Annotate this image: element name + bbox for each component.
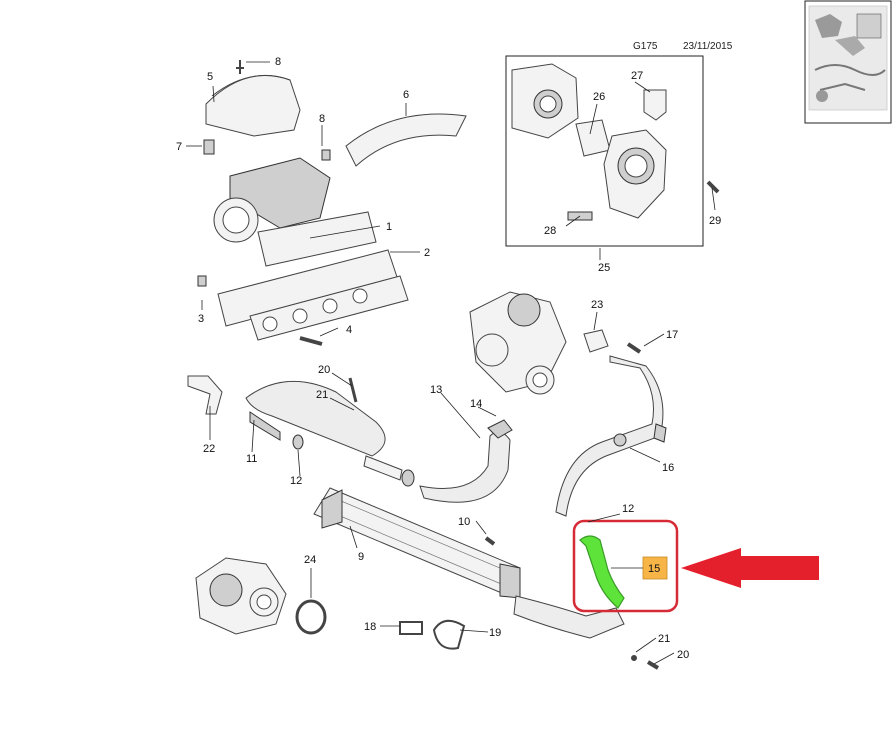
part-label-12b: 12: [622, 503, 634, 515]
bracket: [187, 375, 223, 415]
part-labels: 1 2 3 4 5 6 7 8 8 9 10 11 12 12 13 14 16…: [176, 56, 721, 661]
highlight-arrow: [681, 548, 819, 588]
turbocharger: [469, 291, 567, 395]
part-label-20a: 20: [318, 364, 330, 376]
part-label-26: 26: [593, 91, 605, 103]
charge-pipe: [245, 380, 386, 457]
highlighted-hose[interactable]: [579, 535, 625, 609]
manifold-group: [197, 60, 467, 346]
part-label-9: 9: [358, 551, 364, 563]
part-label-23: 23: [591, 299, 603, 311]
part-label-19: 19: [489, 627, 501, 639]
gasket-ring: [295, 599, 327, 635]
part-label-25: 25: [598, 262, 610, 274]
highlighted-hose-group[interactable]: 15: [572, 519, 679, 613]
part-label-20b: 20: [677, 649, 689, 661]
inlet-hose: [419, 431, 511, 503]
part-label-16: 16: [662, 462, 674, 474]
part-label-22: 22: [203, 443, 215, 455]
part-label-14: 14: [470, 398, 482, 410]
part-label-8a: 8: [275, 56, 281, 68]
part-label-4: 4: [346, 324, 352, 336]
highlight-part-number: 15: [648, 563, 660, 575]
part-label-12a: 12: [290, 475, 302, 487]
lower-charge-pipe: [513, 595, 625, 639]
highlight-frame: [572, 519, 679, 613]
thumbnail-overview[interactable]: [804, 0, 892, 124]
part-label-13: 13: [430, 384, 442, 396]
part-label-2: 2: [424, 247, 430, 259]
clamp: [399, 621, 423, 635]
flange-gasket: [583, 329, 609, 353]
leader-lines: [186, 61, 716, 665]
intercooler: [313, 487, 521, 599]
part-label-7: 7: [176, 141, 182, 153]
part-label-24: 24: [304, 554, 316, 566]
part-label-8b: 8: [319, 113, 325, 125]
part-label-28: 28: [544, 225, 556, 237]
part-label-1: 1: [386, 221, 392, 233]
part-label-3: 3: [198, 313, 204, 325]
part-label-17: 17: [666, 329, 678, 341]
part-label-10: 10: [458, 516, 470, 528]
diagram-date: 23/11/2015: [683, 41, 733, 52]
detail-box-throttle: [505, 55, 720, 247]
part-label-29: 29: [709, 215, 721, 227]
part-label-21b: 21: [658, 633, 670, 645]
part-label-5: 5: [207, 71, 213, 83]
part-label-18: 18: [364, 621, 376, 633]
turbocharger-small: [195, 557, 287, 635]
group-code: G175: [633, 41, 658, 52]
turbo-outlet-pipe: [555, 355, 664, 517]
part-label-11: 11: [246, 453, 257, 465]
part-label-21a: 21: [316, 389, 328, 401]
part-label-27: 27: [631, 70, 643, 82]
clamp-bracket: [432, 619, 466, 650]
part-label-6: 6: [403, 89, 409, 101]
